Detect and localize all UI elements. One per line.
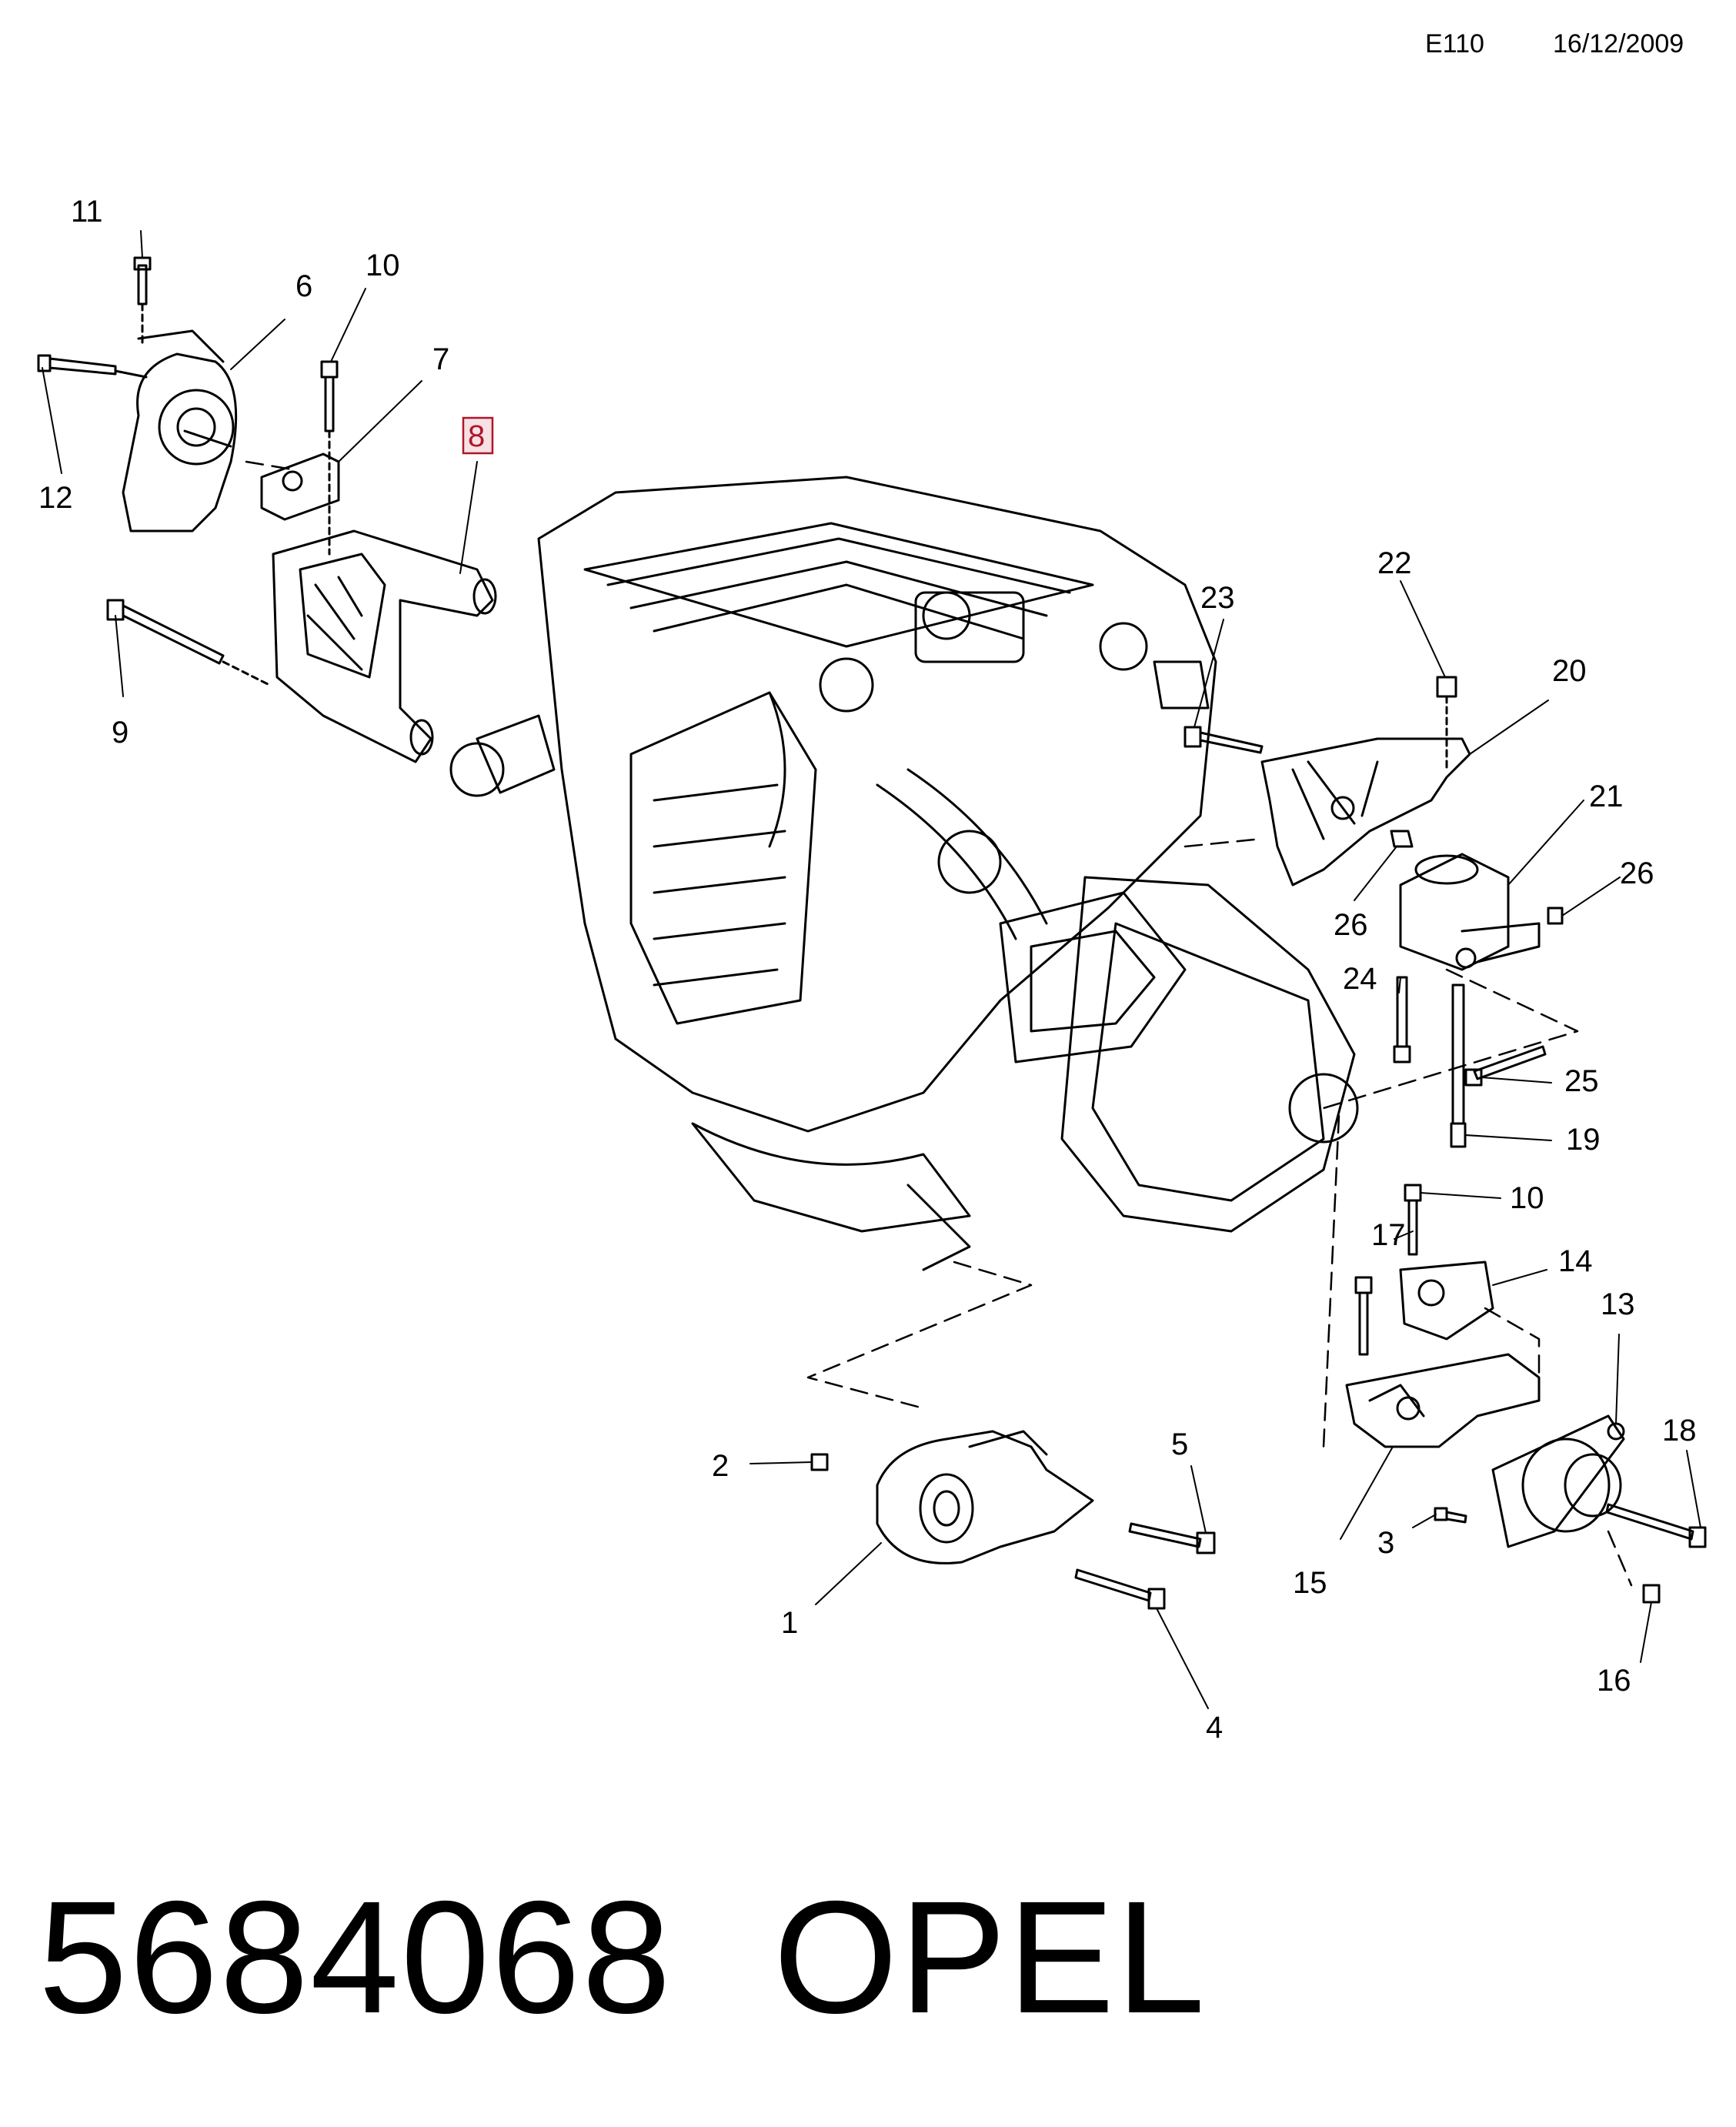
callout-label: 15 <box>1293 1566 1327 1600</box>
bolt-2 <box>810 1453 829 1471</box>
callout-label: 26 <box>1620 856 1654 890</box>
diagram-code: E110 <box>1425 29 1484 58</box>
callout-label: 10 <box>1510 1181 1544 1215</box>
leader-lines <box>42 230 1701 1709</box>
bolt-11 <box>133 256 152 344</box>
callout-label: 4 <box>1206 1711 1223 1745</box>
bolt-10-upper <box>320 360 339 556</box>
right-mount-21 <box>1399 853 1541 971</box>
callout-label: 26 <box>1334 908 1368 942</box>
lower-mount-1 <box>876 1430 1094 1564</box>
bracket-15 <box>1345 1353 1541 1448</box>
bolt-23 <box>1183 726 1264 754</box>
bolt-18 <box>1605 1503 1707 1548</box>
diagram-date: 16/12/2009 <box>1553 29 1684 58</box>
bolt-25 <box>1464 1045 1547 1087</box>
bolt-10-lower <box>1404 1184 1422 1256</box>
callout-label: 9 <box>112 716 129 750</box>
brand-name: OPEL <box>773 1868 1207 2047</box>
nut-26-right <box>1547 907 1564 925</box>
engine-assembly <box>449 476 1359 1271</box>
callout-label: 18 <box>1662 1414 1697 1447</box>
nut-26-left <box>1390 830 1414 848</box>
callout-label: 1 <box>781 1606 798 1640</box>
bolt-9 <box>106 599 271 686</box>
callout-label: 17 <box>1371 1218 1406 1252</box>
part-number: 5684068 <box>38 1868 673 2047</box>
callout-label: 20 <box>1552 654 1587 688</box>
callout-label: 2 <box>712 1449 729 1483</box>
alignment-lines <box>245 460 1633 1587</box>
spacer-14 <box>1399 1261 1494 1341</box>
bolt-24 <box>1393 976 1411 1064</box>
nut-16 <box>1642 1584 1661 1604</box>
callout-label: 8 <box>468 419 485 453</box>
callout-label: 21 <box>1589 780 1624 813</box>
callout-8-highlight-box <box>462 416 494 455</box>
bolt-4 <box>1074 1568 1166 1610</box>
callout-label: 5 <box>1171 1427 1188 1461</box>
bolt-12 <box>37 354 148 379</box>
bracket-8 <box>272 529 497 763</box>
callout-label: 10 <box>366 249 400 282</box>
spacer-7 <box>260 452 340 521</box>
callout-label: 7 <box>432 342 449 376</box>
callout-label: 24 <box>1343 962 1377 996</box>
bolt-17 <box>1354 1276 1373 1356</box>
callout-label: 22 <box>1377 546 1412 580</box>
mount-13 <box>1491 1414 1625 1548</box>
callout-label: 14 <box>1558 1244 1593 1278</box>
bolt-3 <box>1434 1507 1467 1524</box>
callout-label: 16 <box>1597 1664 1631 1698</box>
callout-label: 19 <box>1566 1123 1601 1157</box>
callout-label: 6 <box>295 269 312 303</box>
callout-labels: 11 6 10 7 8 12 9 23 22 20 21 26 26 24 25… <box>38 195 1697 1745</box>
upper-left-mount-6 <box>122 329 238 533</box>
callout-label: 25 <box>1564 1064 1599 1098</box>
callout-label: 3 <box>1377 1526 1394 1560</box>
callout-label: 11 <box>71 195 103 229</box>
bolt-19 <box>1450 983 1467 1148</box>
right-bracket-20 <box>1260 737 1471 887</box>
bolt-5 <box>1128 1522 1216 1554</box>
bolt-22 <box>1436 676 1457 771</box>
callout-label: 23 <box>1200 581 1235 615</box>
callout-label: 13 <box>1601 1287 1635 1321</box>
callout-label: 12 <box>38 481 73 515</box>
